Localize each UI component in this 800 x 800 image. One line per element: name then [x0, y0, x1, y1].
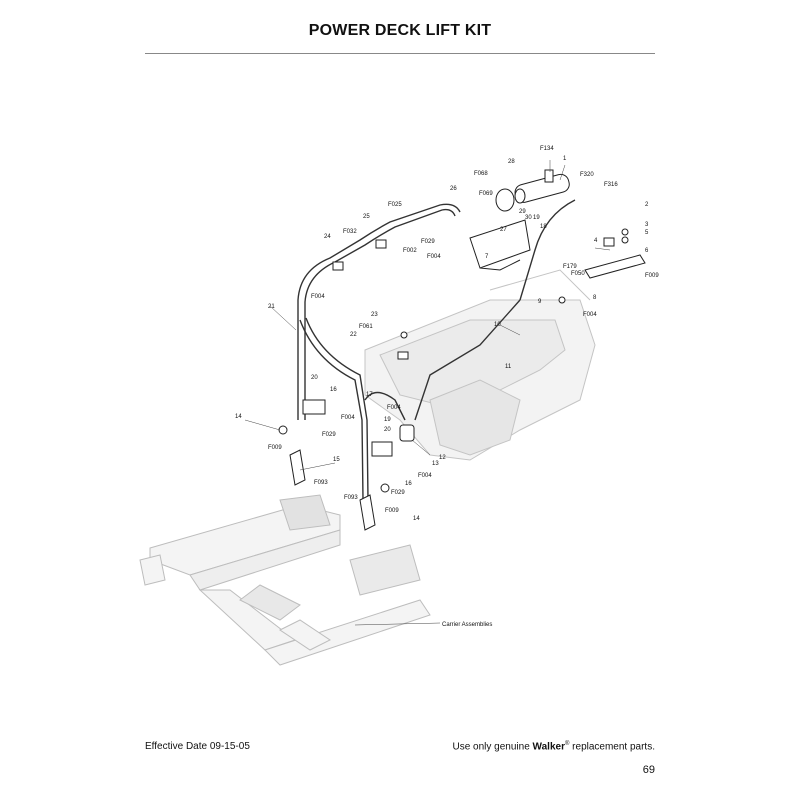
carrier-frame: [139, 494, 431, 666]
hydraulic-hoses: [297, 199, 576, 501]
callout: 19: [533, 215, 540, 221]
callout: F004: [418, 473, 432, 479]
callout: 19: [384, 417, 391, 423]
footer-reg: ®: [564, 741, 570, 747]
callout: F009: [268, 445, 282, 451]
callout: F050: [571, 271, 585, 277]
footer-prefix: Use only genuine: [452, 741, 530, 753]
callout: 10: [494, 322, 501, 328]
actuator-assembly: [469, 169, 646, 279]
callout: 3: [645, 222, 649, 228]
callout-carrier: Carrier Assemblies: [442, 622, 492, 628]
callout: 18: [540, 224, 547, 230]
hardware: [278, 239, 566, 531]
callout: F320: [580, 172, 594, 178]
callout: 16: [330, 387, 337, 393]
callout: 24: [324, 234, 331, 240]
callout: F029: [421, 239, 435, 245]
footer-notice: Use only genuine Walker® replacement par…: [452, 741, 655, 752]
callout: 26: [450, 186, 457, 192]
callout: 23: [371, 312, 378, 318]
callout: 29: [519, 209, 526, 215]
callout: F093: [344, 495, 358, 501]
callout: F004: [387, 405, 401, 411]
callout: 16: [405, 481, 412, 487]
callout: F004: [311, 294, 325, 300]
callout: 17: [366, 392, 373, 398]
callout: 8: [593, 295, 597, 301]
callout: F068: [474, 171, 488, 177]
callout: 30: [525, 215, 532, 221]
callout-labels: F134 1 28 F068 F069 F320 F316 2 3 5 6 4 …: [235, 146, 659, 628]
callout: F004: [427, 254, 441, 260]
callout: F316: [604, 182, 618, 188]
callout: 22: [350, 332, 357, 338]
page-number: 69: [642, 764, 655, 776]
callout: 6: [645, 248, 649, 254]
callout: 9: [538, 299, 542, 305]
callout: F179: [563, 264, 577, 270]
callout: F025: [388, 202, 402, 208]
callout: F093: [314, 480, 328, 486]
callout: F004: [583, 312, 597, 318]
callout: 27: [500, 227, 507, 233]
callout: F009: [645, 273, 659, 279]
callout: 20: [311, 375, 318, 381]
callout: F009: [385, 508, 399, 514]
callout: 25: [363, 214, 370, 220]
callout: 2: [645, 202, 649, 208]
callout: 20: [384, 427, 391, 433]
callout: 28: [508, 159, 515, 165]
footer-brand: Walker: [532, 741, 565, 753]
footer-suffix: replacement parts.: [572, 741, 655, 753]
callout: 14: [235, 414, 242, 420]
chassis-outline: [364, 269, 596, 461]
callout: 7: [485, 254, 489, 260]
callout: 5: [645, 230, 649, 236]
callout: F134: [540, 146, 554, 152]
callout: 15: [333, 457, 340, 463]
callout: F004: [341, 415, 355, 421]
callout: 13: [432, 461, 439, 467]
callout: 21: [268, 304, 275, 310]
callout: F032: [343, 229, 357, 235]
callout: 4: [594, 238, 598, 244]
title-rule: [145, 53, 655, 54]
page-title: POWER DECK LIFT KIT: [308, 22, 492, 39]
callout: F029: [391, 490, 405, 496]
callout: 14: [413, 516, 420, 522]
callout: F002: [403, 248, 417, 254]
callout: F069: [479, 191, 493, 197]
effective-date: Effective Date 09-15-05: [145, 741, 250, 752]
callout: F061: [359, 324, 373, 330]
leader-lines: [244, 160, 611, 626]
callout: 1: [563, 156, 567, 162]
callout: F029: [322, 432, 336, 438]
callout: 12: [439, 455, 446, 461]
callout: 11: [505, 364, 512, 370]
